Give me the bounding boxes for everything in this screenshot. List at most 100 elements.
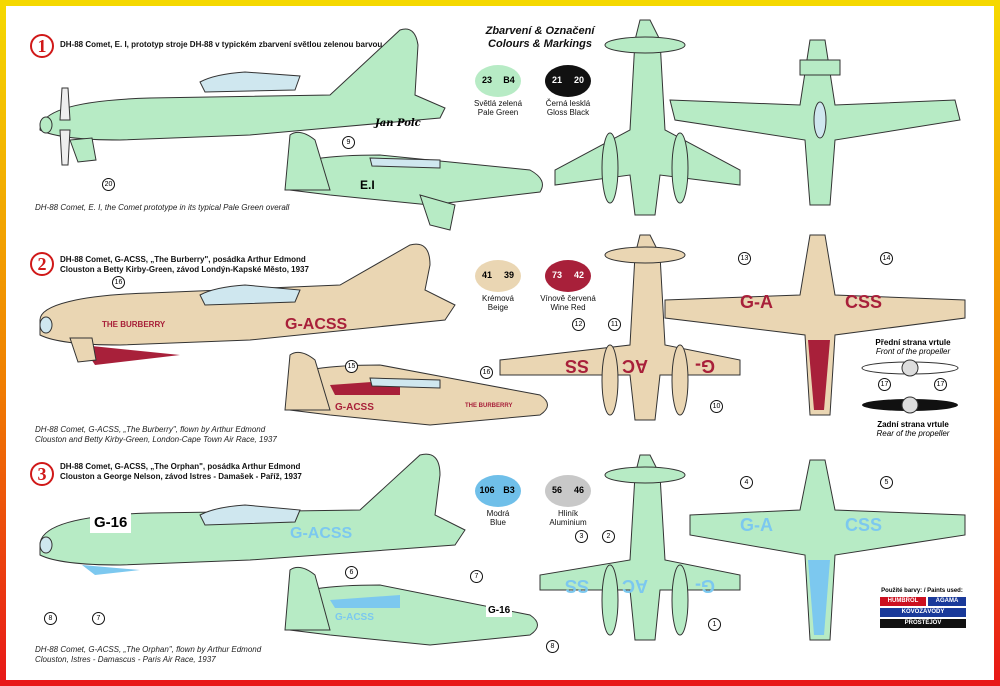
callout: 3 <box>575 530 588 543</box>
swatch-code-b: 39 <box>503 270 514 280</box>
v2-logo-large: THE BURBERRY <box>102 320 166 329</box>
v2-title-cz-1: DH-88 Comet, G-ACSS, „The Burberry", pos… <box>60 255 306 264</box>
swatch-code-a: 41 <box>481 270 492 280</box>
paints-used-label: Použité barvy: / Paints used: <box>881 588 963 594</box>
v2-side-small <box>284 351 548 426</box>
swatch-label-en: Blue <box>489 518 506 527</box>
swatch-label-en: Wine Red <box>550 303 586 312</box>
callout: 7 <box>470 570 483 583</box>
callout: 8 <box>546 640 559 653</box>
swatch-code-a: 23 <box>481 75 492 85</box>
callout: 6 <box>345 566 358 579</box>
propeller-rear-en: Rear of the propeller <box>876 429 950 438</box>
v2-wing-bottom-1: SS <box>565 356 590 376</box>
v3-wing-bottom-1: SS <box>565 576 590 596</box>
v3-caption-en-1: DH-88 Comet, G-ACSS, „The Orphan", flown… <box>35 645 262 654</box>
v2-caption-en-2: Clouston and Betty Kirby-Green, London-C… <box>35 435 277 444</box>
propeller-front <box>861 359 959 377</box>
v2-bottom-view <box>499 234 741 421</box>
swatch-code-b: B4 <box>503 75 515 85</box>
v1-reg: E.I <box>360 178 375 192</box>
swatch-label-cz: Vínově červená <box>540 294 596 303</box>
v3-reg-large: G-ACSS <box>290 525 353 542</box>
callout: 10 <box>710 400 723 413</box>
swatch-code-b: B3 <box>503 485 515 495</box>
version-number-1: 1 <box>30 34 54 58</box>
v3-side-small <box>284 566 538 646</box>
swatch-label-cz: Modrá <box>486 509 510 518</box>
colours-title-cz: Zbarvení & Označení <box>485 25 595 37</box>
callout: 17 <box>934 378 947 391</box>
v3-top-view <box>689 459 966 641</box>
version-number-2: 2 <box>30 252 54 276</box>
v1-title-cz: DH-88 Comet, E. I, prototyp stroje DH-88… <box>60 40 383 49</box>
swatch-label-en: Beige <box>487 303 509 312</box>
callout: 2 <box>602 530 615 543</box>
v2-logo-small: THE BURBERRY <box>465 403 513 409</box>
swatch-label-cz: Hliník <box>557 509 578 518</box>
propeller-front-cz: Přední strana vrtule <box>875 338 951 347</box>
v1-caption-en: DH-88 Comet, E. I, the Comet prototype i… <box>35 203 290 212</box>
swatch-code-a: 21 <box>551 75 562 85</box>
v2-wing-top-right: CSS <box>845 292 883 312</box>
callout: 16 <box>480 366 493 379</box>
v1-side-large <box>39 28 446 166</box>
swatch-code-a: 56 <box>551 485 562 495</box>
v2-reg-large: G-ACSS <box>285 316 348 333</box>
v2-reg-small: G-ACSS <box>335 402 374 413</box>
v3-caption-en-2: Clouston, Istres - Damascus - Paris Air … <box>35 655 216 664</box>
v3-wing-top-left: G-A <box>740 515 773 535</box>
swatch-pale-green: 23 B4 <box>475 65 521 97</box>
v3-reg-small: G-ACSS <box>335 612 374 623</box>
callout: 8 <box>44 612 57 625</box>
agama-logo: AGAMA <box>928 597 966 606</box>
colours-title-en: Colours & Markings <box>488 38 592 50</box>
v3-wing-top-right: CSS <box>845 515 883 535</box>
callout: 5 <box>880 476 893 489</box>
prostejov-logo: PROSTĚJOV <box>880 619 966 628</box>
v3-side-large <box>39 453 466 575</box>
swatch-blue: 106 B3 <box>475 475 521 507</box>
callout: 15 <box>345 360 358 373</box>
v2-side-large <box>39 243 456 365</box>
swatch-label-cz: Světlá zelená <box>473 99 523 108</box>
swatch-label-en: Gloss Black <box>546 108 590 117</box>
callout: 16 <box>112 276 125 289</box>
swatch-label-cz: Krémová <box>481 294 514 303</box>
callout: 20 <box>102 178 115 191</box>
v3-title-cz-2: Clouston a George Nelson, závod Istres -… <box>60 472 302 481</box>
v2-title-cz-2: Clouston a Betty Kirby-Green, závod Lond… <box>60 265 309 274</box>
swatch-aluminium: 56 46 <box>545 475 591 507</box>
swatch-gloss-black: 21 20 <box>545 65 591 97</box>
callout: 11 <box>608 318 621 331</box>
swatch-code-b: 42 <box>573 270 584 280</box>
v1-top-view <box>669 39 961 206</box>
propeller-rear-cz: Zadní strana vrtule <box>877 420 949 429</box>
v2-caption-en-1: DH-88 Comet, G-ACSS, „The Burberry", flo… <box>35 425 266 434</box>
humbrol-logo: HUMBROL <box>880 597 926 606</box>
propeller-rear <box>862 396 958 414</box>
version-number-3: 3 <box>30 462 54 486</box>
v3-title-cz-1: DH-88 Comet, G-ACSS, „The Orphan", posád… <box>60 462 301 471</box>
v2-top-view <box>664 234 966 416</box>
v2-wing-top-left: G-A <box>740 292 773 312</box>
swatch-wine-red: 73 42 <box>545 260 591 292</box>
swatch-code-a: 106 <box>479 485 495 495</box>
callout: 7 <box>92 612 105 625</box>
v2-wing-bottom-3: G- <box>695 356 715 376</box>
v2-wing-bottom-2: AC <box>622 356 648 376</box>
callout: 4 <box>740 476 753 489</box>
swatch-code-a: 73 <box>551 270 562 280</box>
v3-race-no-small: G-16 <box>486 604 513 617</box>
swatch-label-en: Pale Green <box>477 108 519 117</box>
v3-bottom-view <box>539 454 741 641</box>
v3-wing-bottom-3: G- <box>695 576 715 596</box>
callout: 9 <box>342 136 355 149</box>
swatch-code-b: 20 <box>573 75 584 85</box>
callout: 1 <box>708 618 721 631</box>
swatch-label-en: Aluminium <box>549 518 587 527</box>
kovozavody-logo: KOVOZÁVODY <box>880 608 966 617</box>
v3-wing-bottom-2: AC <box>622 576 648 596</box>
callout: 12 <box>572 318 585 331</box>
